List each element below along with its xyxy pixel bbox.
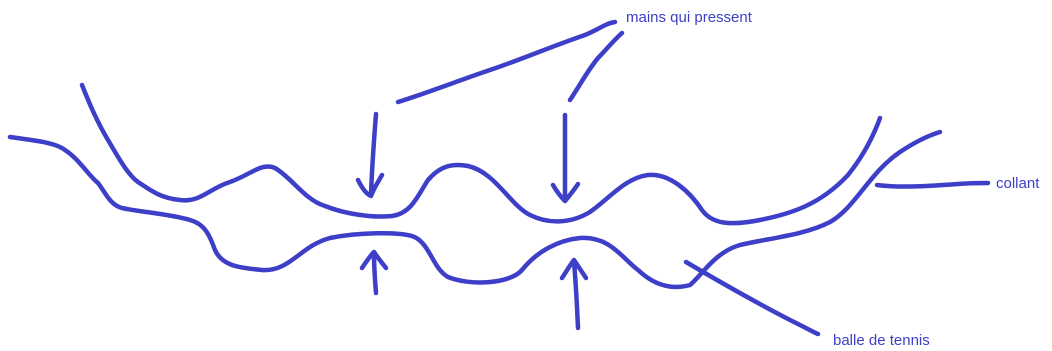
label-tights: collant [996,175,1040,192]
tennis-ball-pointer-line [683,259,821,337]
hand-arrow-up-right [559,257,589,331]
hands-pointer-line-right [567,30,625,103]
label-hands: mains qui pressent [626,9,752,26]
label-tennis-ball: balle de tennis [833,332,930,349]
hand-arrow-down-right [550,112,581,204]
tights-upper-strand [79,82,883,226]
hand-arrow-up-left [359,249,389,296]
hands-pointer-line-left [395,19,618,105]
tights-pointer-line [874,180,991,189]
hand-arrow-down-left [355,111,385,199]
tights-outer-strand [7,129,943,290]
